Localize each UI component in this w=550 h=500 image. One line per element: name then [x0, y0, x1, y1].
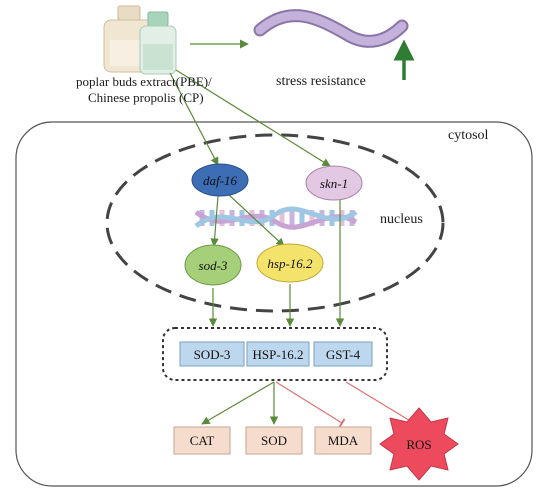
ros-marker: ROS: [379, 407, 459, 481]
treatment-label-line2: Chinese propolis (CP): [88, 90, 204, 105]
nucleus-compartment: [105, 133, 445, 313]
activation-arrows: [169, 69, 345, 425]
svg-text:SOD-3: SOD-3: [194, 347, 231, 362]
svg-text:ROS: ROS: [406, 437, 431, 452]
svg-text:sod-3: sod-3: [199, 258, 228, 273]
svg-text:hsp-16.2: hsp-16.2: [267, 256, 313, 271]
skn-1-node: skn-1: [305, 165, 363, 201]
dna-icon: [194, 206, 358, 230]
mda-marker: MDA: [314, 426, 372, 455]
svg-text:GST-4: GST-4: [326, 347, 361, 362]
gst-4-protein: GST-4: [313, 341, 373, 367]
inhibition-lines: [275, 381, 416, 428]
protein-group-box: [162, 327, 388, 381]
hsp-16.2-node: hsp-16.2: [256, 243, 324, 283]
nucleus-label: nucleus: [380, 212, 423, 227]
svg-text:skn-1: skn-1: [320, 176, 348, 191]
svg-text:MDA: MDA: [328, 433, 359, 448]
svg-text:HSP-16.2: HSP-16.2: [253, 347, 304, 362]
svg-text:SOD: SOD: [261, 433, 287, 448]
hsp-16.2-protein: HSP-16.2: [246, 341, 310, 367]
sod-3-node: sod-3: [184, 244, 242, 286]
svg-text:CAT: CAT: [190, 433, 215, 448]
cytosol-label: cytosol: [448, 128, 489, 143]
cat-marker: CAT: [173, 426, 231, 455]
sod-marker: SOD: [245, 426, 303, 455]
stress-resistance-label: stress resistance: [276, 74, 366, 89]
svg-text:daf-16: daf-16: [203, 173, 237, 188]
cytosol-compartment: [15, 121, 533, 487]
bottles-icon: [103, 5, 177, 75]
treatment-label-line1: poplar buds extract(PBE)/: [76, 74, 212, 89]
daf-16-node: daf-16: [191, 163, 249, 197]
sod-3-protein: SOD-3: [179, 341, 245, 367]
